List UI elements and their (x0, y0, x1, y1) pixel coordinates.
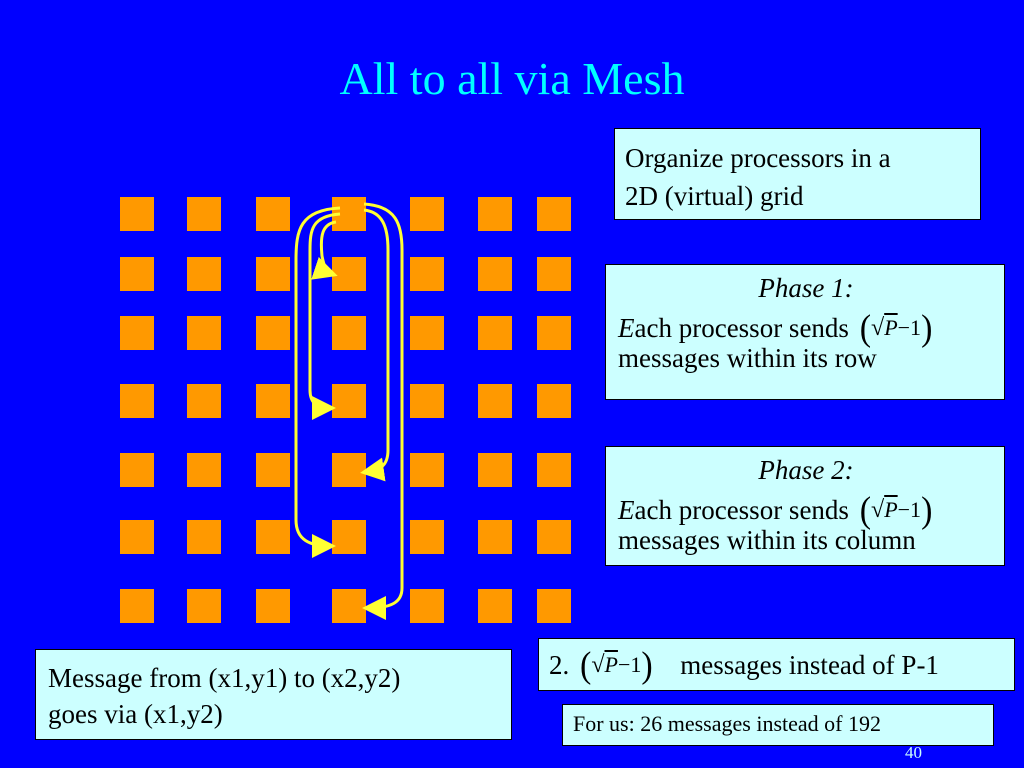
processor-node (537, 257, 571, 291)
processor-node (410, 453, 444, 487)
phase1-text: ach processor sends (634, 313, 849, 343)
organize-box: Organize processors in a 2D (virtual) gr… (614, 128, 981, 220)
processor-node (537, 453, 571, 487)
phase1-line1: Each processor sends (√P−1) (618, 308, 994, 349)
processor-node (120, 197, 154, 231)
mesh-arrow (294, 206, 341, 558)
processor-node (410, 197, 444, 231)
compare-box: 2. (√P−1) messages instead of P-1 (538, 638, 1015, 691)
processor-node (478, 520, 512, 554)
message-line1: Message from (x1,y1) to (x2,y2) (48, 663, 401, 693)
phase2-box: Phase 2: Each processor sends (√P−1) mes… (605, 446, 1005, 566)
processor-node (187, 453, 221, 487)
compare-suffix: -1 (916, 650, 939, 680)
processor-node (120, 257, 154, 291)
for-us-text: For us: 26 messages instead of 192 (573, 711, 881, 736)
sqrt-p-minus-one-formula: (√P−1) (859, 308, 933, 349)
processor-node (537, 197, 571, 231)
processor-node (478, 316, 512, 350)
processor-node (478, 589, 512, 623)
phase1-title: Phase 1: (758, 273, 854, 303)
processor-node (478, 197, 512, 231)
phase1-box: Phase 1: Each processor sends (√P−1) mes… (605, 264, 1005, 400)
page-number: 40 (905, 743, 922, 762)
mesh-arrow (362, 202, 404, 620)
processor-node (332, 589, 366, 623)
processor-node (410, 257, 444, 291)
compare-p: P (901, 650, 917, 680)
processor-node (256, 453, 290, 487)
processor-node (332, 257, 366, 291)
processor-node (187, 384, 221, 418)
processor-node (120, 589, 154, 623)
processor-node (410, 316, 444, 350)
processor-node (187, 257, 221, 291)
phase2-text: ach processor sends (634, 495, 849, 525)
sqrt-p-minus-one-formula: (√P−1) (859, 490, 933, 531)
phase1-line2: messages within its row (618, 343, 877, 373)
processor-node (410, 589, 444, 623)
processor-node (537, 520, 571, 554)
processor-node (537, 384, 571, 418)
processor-node (120, 384, 154, 418)
processor-node (187, 316, 221, 350)
processor-node (256, 197, 290, 231)
organize-line1: Organize processors in a (625, 143, 891, 173)
processor-node (332, 384, 366, 418)
processor-node (256, 520, 290, 554)
processor-node (187, 197, 221, 231)
mesh-arrow (311, 220, 338, 280)
processor-node (120, 520, 154, 554)
processor-node (256, 589, 290, 623)
processor-node (478, 453, 512, 487)
processor-node (187, 589, 221, 623)
slide-title: All to all via Mesh (339, 53, 685, 104)
processor-node (410, 520, 444, 554)
compare-middle: messages instead of (680, 650, 895, 680)
processor-node (332, 520, 366, 554)
processor-node (332, 453, 366, 487)
mesh-arrow (360, 208, 390, 482)
processor-node (478, 384, 512, 418)
message-line2: goes via (x1,y2) (48, 699, 223, 729)
sqrt-p-minus-one-formula: (√P−1) (580, 645, 653, 686)
phase2-first-letter: E (618, 495, 635, 525)
phase1-first-letter: E (618, 313, 635, 343)
processor-node (256, 257, 290, 291)
processor-node (537, 589, 571, 623)
processor-node (537, 316, 571, 350)
phase2-title: Phase 2: (758, 455, 854, 485)
processor-node (120, 316, 154, 350)
phase2-line1: Each processor sends (√P−1) (618, 490, 994, 531)
compare-prefix: 2. (549, 650, 570, 680)
message-route-box: Message from (x1,y1) to (x2,y2) goes via… (35, 649, 512, 740)
processor-node (478, 257, 512, 291)
mesh-arrow (308, 212, 341, 420)
phase2-line2: messages within its column (618, 525, 916, 555)
processor-node (120, 453, 154, 487)
processor-node (410, 384, 444, 418)
for-us-box: For us: 26 messages instead of 192 (562, 704, 994, 746)
organize-line2: 2D (virtual) grid (625, 181, 804, 211)
processor-node (187, 520, 221, 554)
processor-node (256, 384, 290, 418)
processor-node (256, 316, 290, 350)
processor-node (332, 316, 366, 350)
